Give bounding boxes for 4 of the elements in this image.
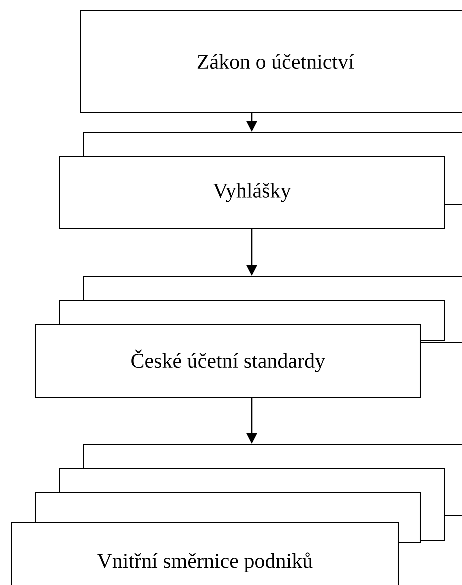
text-box: České účetní standardy [35,324,422,398]
text-box: Zákon o účetnictví [80,10,462,114]
text-box: Vnitřní směrnice podniků [11,522,400,585]
text-box: Vyhlášky [59,156,446,230]
